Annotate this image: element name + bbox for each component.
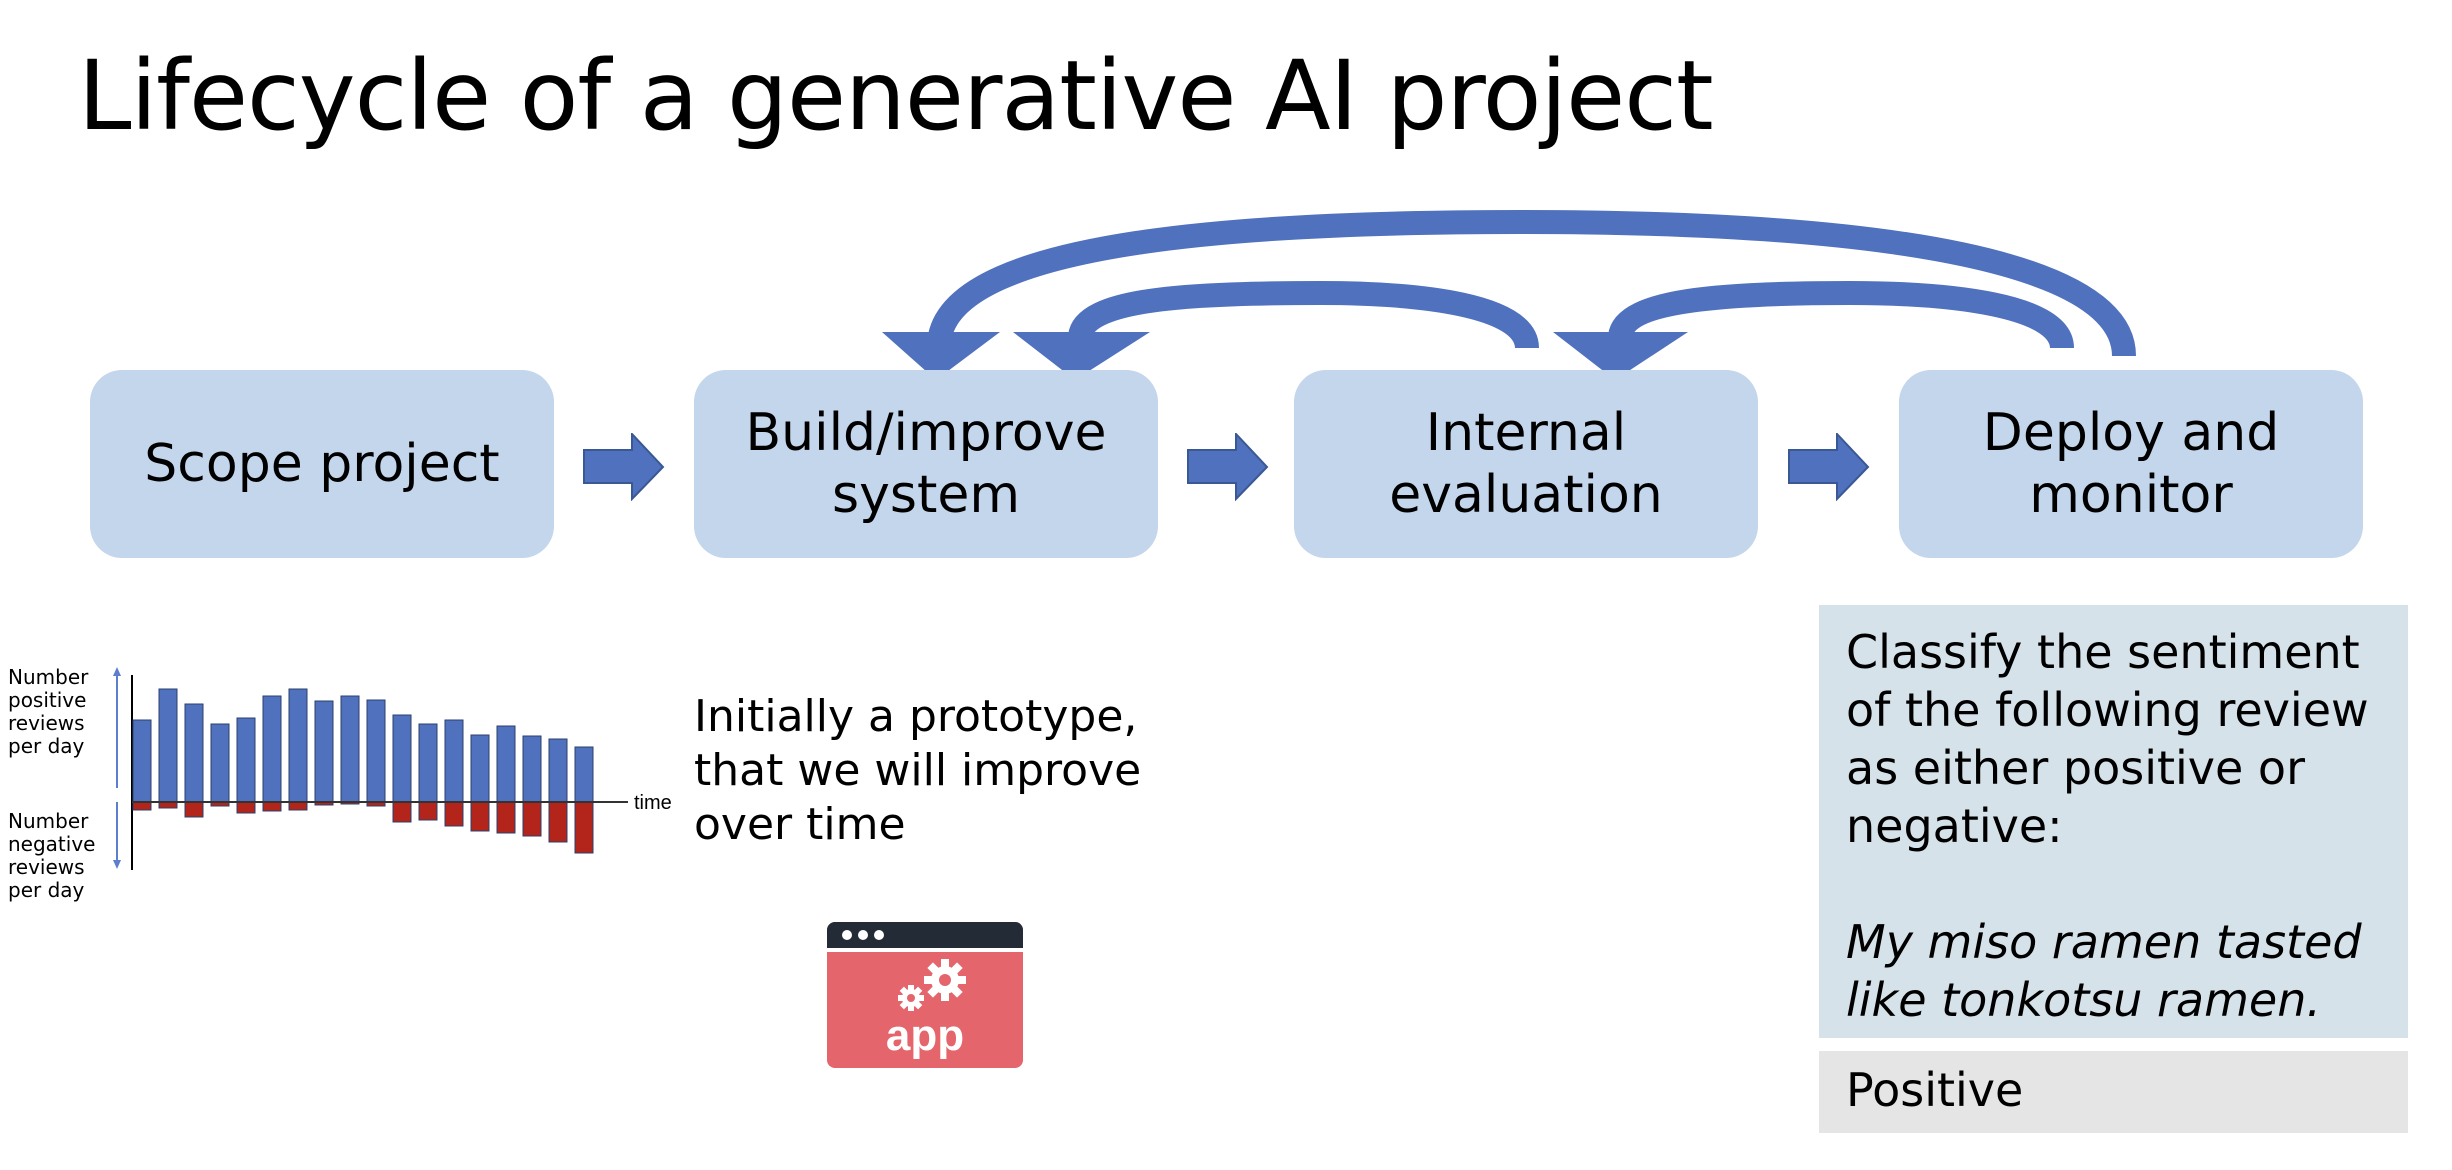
- axis-label-line: per day: [8, 734, 85, 758]
- prompt-instruction: Classify the sentiment of the following …: [1846, 625, 2369, 853]
- positive-bar: [132, 719, 152, 803]
- reviews-chart: Number positive reviews per day Number n…: [0, 650, 700, 910]
- loop-deploy-to-build: [928, 209, 2136, 358]
- model-output: Positive: [1819, 1051, 2408, 1133]
- negative-axis-label: Number negative reviews per day: [8, 810, 108, 902]
- stage-label: Deploy and: [1982, 403, 2280, 463]
- negative-bar: [470, 801, 490, 832]
- positive-bar: [158, 688, 178, 803]
- stage-deploy-and-monitor: Deploy and monitor: [1899, 370, 2363, 558]
- stage-build-improve-system: Build/improve system: [694, 370, 1158, 558]
- stage-label: Internal: [1425, 403, 1627, 463]
- positive-bar: [470, 734, 490, 803]
- up-arrowhead: [113, 667, 121, 676]
- loop-arrowhead-eval-to-build: [1013, 332, 1150, 380]
- axis-label-line: reviews: [8, 711, 85, 735]
- axis-label-line: Number: [8, 809, 89, 833]
- prompt-review: My miso ramen tasted like tonkotsu ramen…: [1846, 915, 2362, 1027]
- negative-bar: [262, 801, 282, 812]
- negative-bar: [574, 801, 594, 854]
- prompt-box: Classify the sentiment of the following …: [1819, 605, 2408, 1038]
- positive-bar: [262, 695, 282, 803]
- down-arrowhead: [113, 860, 121, 869]
- negative-bar: [548, 801, 568, 843]
- negative-bar: [392, 801, 412, 823]
- x-axis-label: time: [634, 792, 672, 814]
- positive-bar: [314, 700, 334, 803]
- positive-bar: [184, 703, 204, 803]
- positive-bar: [392, 714, 412, 803]
- loop-arrowhead-deploy-to-eval: [1553, 332, 1688, 380]
- negative-bar: [132, 801, 152, 811]
- stage-scope-project: Scope project: [90, 370, 554, 558]
- axis-label-line: negative: [8, 832, 96, 856]
- gear-icon: [898, 985, 924, 1011]
- positive-bar: [418, 723, 438, 803]
- positive-bar: [366, 699, 386, 803]
- positive-bar: [574, 746, 594, 803]
- stage-label: Scope project: [144, 434, 500, 494]
- positive-bar: [444, 719, 464, 803]
- stage-label: evaluation: [1389, 465, 1663, 525]
- negative-bar: [496, 801, 516, 834]
- right-arrow-icon: [1788, 433, 1870, 501]
- gear-icon: [924, 959, 966, 1001]
- negative-bar: [418, 801, 438, 821]
- axis-label-line: Number: [8, 665, 89, 689]
- loop-deploy-to-eval: [1608, 280, 2074, 350]
- positive-bar: [522, 735, 542, 803]
- right-arrow-icon: [1187, 433, 1269, 501]
- axis-label-line: positive: [8, 688, 87, 712]
- loop-eval-to-build: [1068, 280, 1539, 350]
- axis-label-line: per day: [8, 878, 85, 902]
- prototype-note: Initially a prototype, that we will impr…: [694, 691, 1142, 850]
- stage-label: system: [831, 465, 1020, 525]
- feedback-loops: [882, 209, 2136, 380]
- negative-bar: [444, 801, 464, 827]
- page-title: Lifecycle of a generative AI project: [78, 40, 1714, 152]
- right-arrow-icon: [583, 433, 665, 501]
- chart-plot: time: [113, 667, 672, 870]
- positive-bar: [496, 725, 516, 803]
- loop-arrowhead-deploy-to-build: [882, 332, 1000, 380]
- negative-bar: [522, 801, 542, 837]
- app-label: app: [886, 1011, 964, 1060]
- stage-internal-evaluation: Internal evaluation: [1294, 370, 1758, 558]
- positive-axis-label: Number positive reviews per day: [8, 666, 108, 758]
- positive-bar: [340, 695, 360, 803]
- positive-bar: [288, 688, 308, 803]
- positive-bar: [548, 738, 568, 803]
- negative-bar: [288, 801, 308, 811]
- stage-label: monitor: [2029, 465, 2233, 525]
- positive-bar: [236, 717, 256, 803]
- stage-label: Build/improve: [745, 403, 1107, 463]
- app-window-gears-icon: app: [827, 922, 1023, 1068]
- negative-bar: [236, 801, 256, 814]
- negative-bar: [184, 801, 204, 818]
- positive-bar: [210, 723, 230, 803]
- axis-label-line: reviews: [8, 855, 85, 879]
